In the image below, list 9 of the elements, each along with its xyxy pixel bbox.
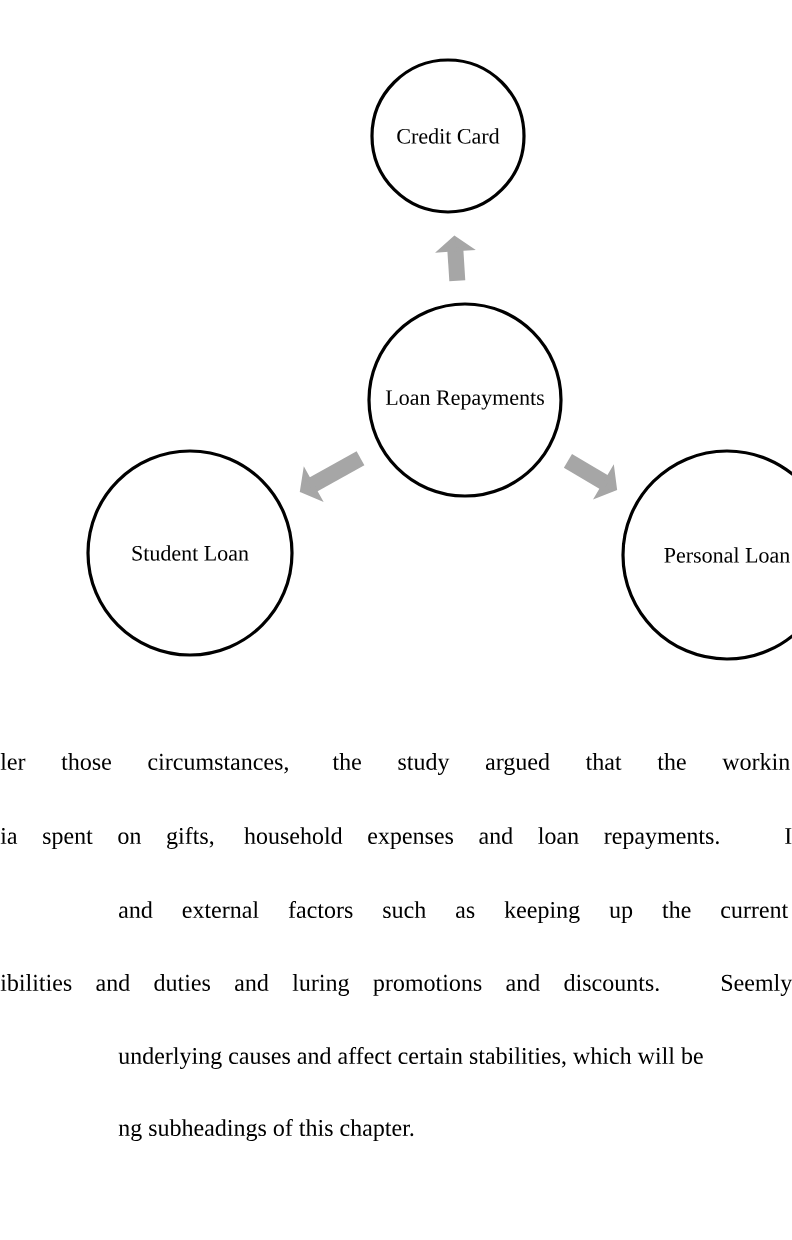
body-text-line: ng subheadings of this chapter. bbox=[118, 1118, 414, 1142]
body-text-line: ler those circumstances, the study argued that the workin bbox=[0, 753, 790, 775]
body-text-line: ia spent on gifts, household expenses and loan repayments. I bbox=[0, 826, 792, 850]
body-text-line: underlying causes and affect certain stabilities, which will be bbox=[118, 1046, 703, 1070]
body-text-line: ibilities and duties and luring promotions and discounts. Seemly bbox=[0, 974, 792, 996]
body-text-line: and external factors such as keeping up the current bbox=[119, 900, 789, 924]
circle-node: Credit Card bbox=[370, 58, 526, 214]
circle-node: Student Loan bbox=[86, 449, 294, 657]
circle-node: Loan Repayments bbox=[367, 302, 563, 498]
